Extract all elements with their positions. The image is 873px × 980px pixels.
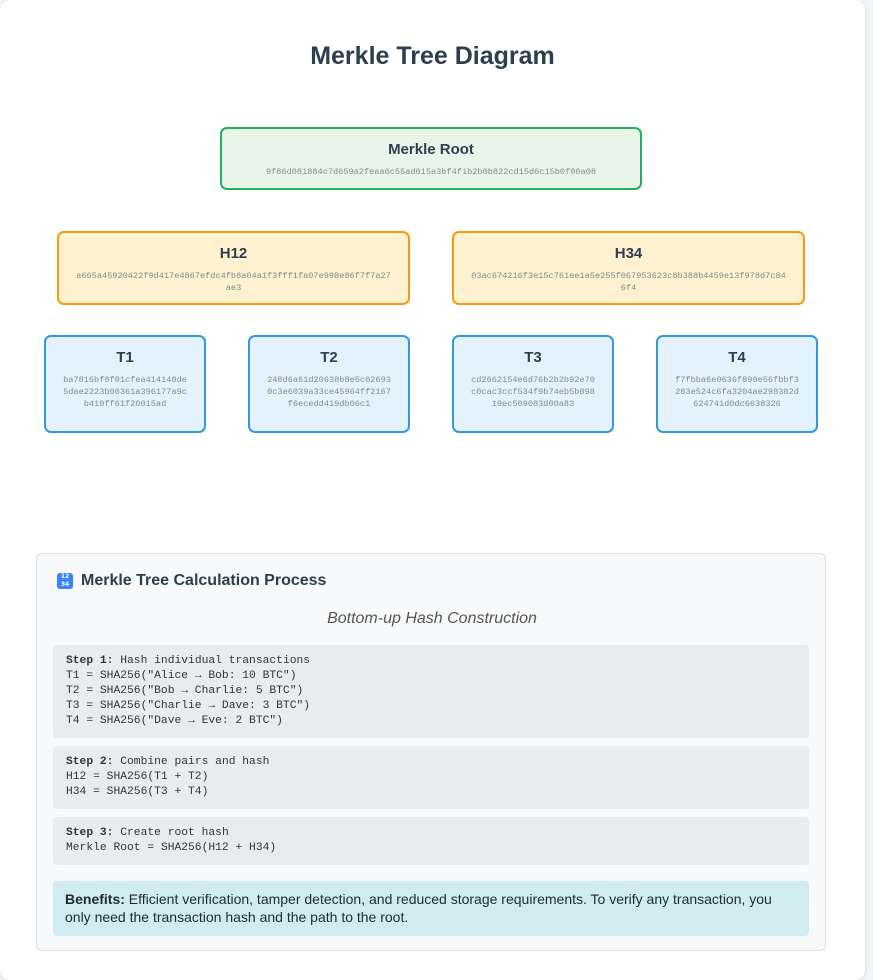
t4-node: T4 f7fbba6e0636f890e56fbbf3283e524c6fa32…	[656, 335, 818, 433]
step-desc: Combine pairs and hash	[120, 756, 270, 768]
h34-node: H34 03ac674216f3e15c761ee1a5e255f0679536…	[452, 231, 805, 305]
node-label: T4	[728, 349, 746, 366]
step-desc: Create root hash	[120, 827, 229, 839]
t1-node: T1 ba7816bf8f01cfea414140de5dae2223b0036…	[44, 335, 206, 433]
step-header: Step 1: Hash individual transactions	[66, 654, 796, 669]
process-subtitle: Bottom-up Hash Construction	[327, 610, 537, 627]
node-hash: a665a45920422f9d417e4867efdc4fb8a04a1f3f…	[76, 271, 391, 293]
h12-node: H12 a665a45920422f9d417e4867efdc4fb8a04a…	[57, 231, 410, 305]
step-title: Step 3:	[66, 827, 114, 839]
step-line: T3 = SHA256("Charlie → Dave: 3 BTC")	[66, 700, 311, 712]
step-header: Step 3: Create root hash	[66, 826, 796, 841]
node-label: T1	[116, 349, 134, 366]
step-1-block: Step 1: Hash individual transactions T1 …	[53, 645, 809, 738]
step-line: H12 = SHA256(T1 + T2)	[66, 771, 209, 783]
node-hash: 03ac674216f3e15c761ee1a5e255f067953623c8…	[471, 271, 786, 293]
node-hash: ba7816bf8f01cfea414140de5dae2223b00361a3…	[63, 375, 187, 409]
merkle-root-node: Merkle Root 9f86d081884c7d659a2feaa0c55a…	[220, 127, 642, 190]
t2-node: T2 248d6a61d20638b8e5c026930c3e6039a33ce…	[248, 335, 410, 433]
step-header: Step 2: Combine pairs and hash	[66, 755, 796, 770]
node-label: H34	[614, 245, 643, 262]
step-title: Step 2:	[66, 756, 114, 768]
step-line: T4 = SHA256("Dave → Eve: 2 BTC")	[66, 715, 283, 727]
step-line: H34 = SHA256(T3 + T4)	[66, 786, 209, 798]
node-label: H12	[219, 245, 248, 262]
t3-node: T3 cd2662154e6d76b2b2b92e70c0cac3ccf534f…	[452, 335, 614, 433]
node-label: T3	[524, 349, 542, 366]
node-label: Merkle Root	[388, 141, 474, 158]
step-line: Merkle Root = SHA256(H12 + H34)	[66, 842, 277, 854]
step-line: T2 = SHA256("Bob → Charlie: 5 BTC")	[66, 685, 304, 697]
page-title: Merkle Tree Diagram	[310, 42, 555, 70]
step-title: Step 1:	[66, 655, 114, 667]
step-desc: Hash individual transactions	[120, 655, 311, 667]
node-hash: 9f86d081884c7d659a2feaa0c55ad015a3bf4f1b…	[265, 167, 597, 177]
node-label: T2	[320, 349, 338, 366]
panel-heading-text: Merkle Tree Calculation Process	[81, 572, 327, 589]
step-line: T1 = SHA256("Alice → Bob: 10 BTC")	[66, 670, 297, 682]
step-2-block: Step 2: Combine pairs and hash H12 = SHA…	[53, 746, 809, 809]
step-3-block: Step 3: Create root hash Merkle Root = S…	[53, 817, 809, 865]
benefits-label: Benefits:	[65, 891, 125, 907]
benefits-text: Efficient verification, tamper detection…	[65, 891, 772, 925]
benefits-note: Benefits: Efficient verification, tamper…	[53, 881, 809, 936]
node-hash: cd2662154e6d76b2b2b92e70c0cac3ccf534f9b7…	[471, 375, 595, 409]
node-hash: f7fbba6e0636f890e56fbbf3283e524c6fa3204a…	[675, 375, 799, 409]
node-hash: 248d6a61d20638b8e5c026930c3e6039a33ce459…	[267, 375, 391, 409]
